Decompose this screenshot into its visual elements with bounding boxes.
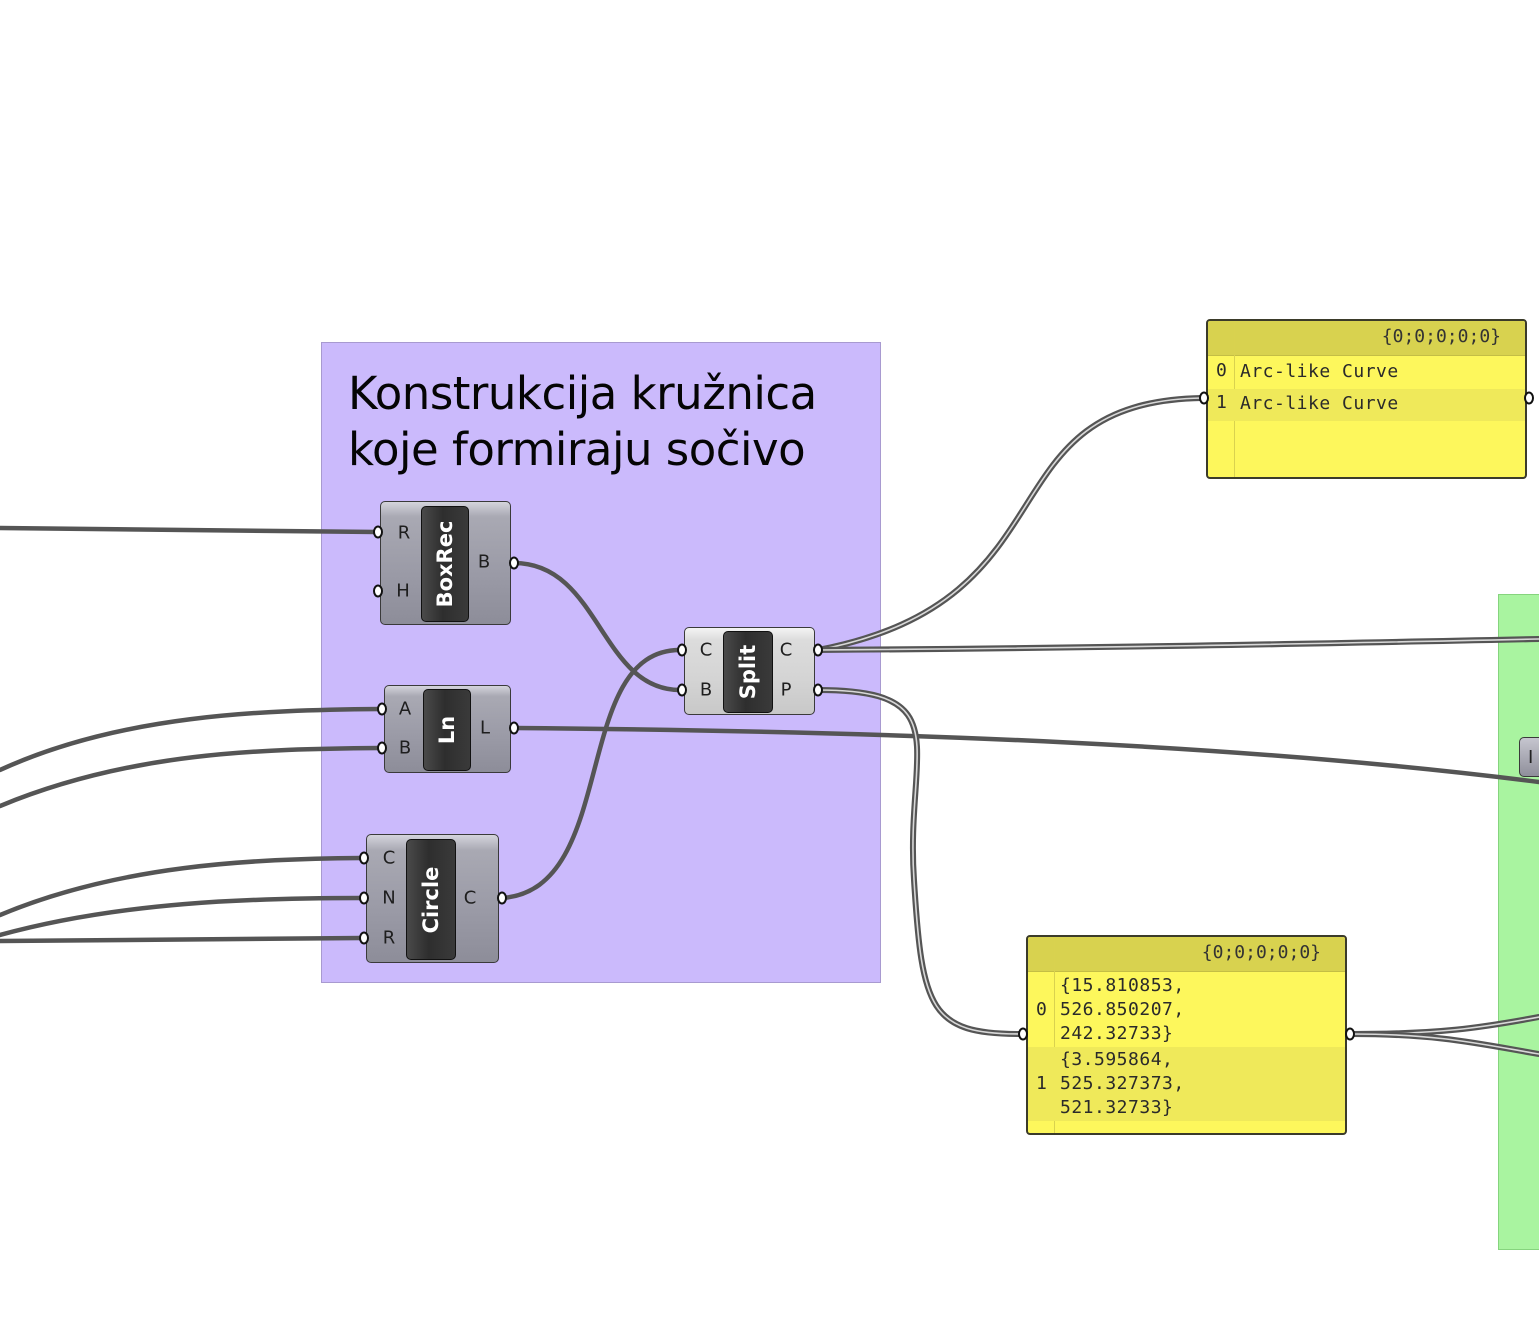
panel-curves-path: {0;0;0;0;0} xyxy=(1381,326,1501,347)
panel-curves-row[interactable]: 0 Arc-like Curve xyxy=(1208,357,1525,389)
split-component[interactable]: Split xyxy=(684,627,815,715)
row-index: 1 xyxy=(1216,392,1227,413)
row-text: {15.810853, 526.850207, 242.32733} xyxy=(1060,975,1185,1044)
circle-input-r[interactable]: R xyxy=(382,927,396,949)
panel-curves-grip-in[interactable] xyxy=(1199,391,1209,405)
split-grip-out-p[interactable] xyxy=(813,683,823,697)
circle-output-c[interactable]: C xyxy=(463,887,477,909)
panel-points-row[interactable]: 1 {3.595864, 525.327373, 521.32733} xyxy=(1028,1047,1345,1121)
ln-output-l[interactable]: L xyxy=(479,717,491,739)
wire-circle-r xyxy=(0,935,365,944)
split-name: Split xyxy=(736,644,760,700)
row-text: Arc-like Curve xyxy=(1240,361,1399,382)
wire-circle-n xyxy=(0,895,365,938)
boxrec-grip-h[interactable] xyxy=(373,584,383,598)
row-index: 0 xyxy=(1036,999,1047,1020)
group-title: Konstrukcija kružnica koje formiraju soč… xyxy=(348,367,817,476)
panel-curves-row[interactable]: 1 Arc-like Curve xyxy=(1208,389,1525,421)
ln-component[interactable]: Ln xyxy=(384,685,511,773)
circle-component[interactable]: Circle xyxy=(366,834,499,963)
ln-name: Ln xyxy=(435,715,459,745)
panel-curves[interactable]: {0;0;0;0;0} 0 Arc-like Curve 1 Arc-like … xyxy=(1206,319,1527,479)
circle-name: Circle xyxy=(419,866,443,933)
partial-component-label: I xyxy=(1528,747,1534,768)
ln-grip-b[interactable] xyxy=(377,741,387,755)
boxrec-name: BoxRec xyxy=(433,520,457,608)
boxrec-grip-b[interactable] xyxy=(509,556,519,570)
circle-grip-c[interactable] xyxy=(359,851,369,865)
ln-grip-l[interactable] xyxy=(509,721,519,735)
ln-input-b[interactable]: B xyxy=(398,737,412,759)
row-text: Arc-like Curve xyxy=(1240,393,1399,414)
split-output-c[interactable]: C xyxy=(779,639,793,661)
panel-points-path: {0;0;0;0;0} xyxy=(1201,942,1321,963)
split-grip-in-c[interactable] xyxy=(677,643,687,657)
split-grip-out-c[interactable] xyxy=(813,643,823,657)
split-core[interactable]: Split xyxy=(723,631,773,713)
panel-curves-grip-out[interactable] xyxy=(1524,391,1534,405)
boxrec-input-r[interactable]: R xyxy=(397,522,411,544)
split-input-c[interactable]: C xyxy=(699,639,713,661)
row-text: {3.595864, 525.327373, 521.32733} xyxy=(1060,1049,1185,1118)
partial-component[interactable]: I xyxy=(1519,737,1539,777)
circle-grip-n[interactable] xyxy=(359,891,369,905)
boxrec-core[interactable]: BoxRec xyxy=(421,506,469,622)
ln-grip-a[interactable] xyxy=(377,702,387,716)
panel-points[interactable]: {0;0;0;0;0} 0 {15.810853, 526.850207, 24… xyxy=(1026,935,1347,1135)
circle-input-n[interactable]: N xyxy=(382,887,396,909)
circle-grip-out[interactable] xyxy=(497,891,507,905)
ln-core[interactable]: Ln xyxy=(423,689,471,771)
row-index: 1 xyxy=(1036,1073,1047,1094)
circle-grip-r[interactable] xyxy=(359,931,369,945)
group-green[interactable] xyxy=(1498,594,1539,1250)
circle-core[interactable]: Circle xyxy=(406,839,456,960)
panel-points-header: {0;0;0;0;0} xyxy=(1028,937,1345,972)
ln-input-a[interactable]: A xyxy=(398,698,412,720)
row-index: 0 xyxy=(1216,360,1227,381)
boxrec-component[interactable]: BoxRec xyxy=(380,501,511,625)
panel-points-grip-in[interactable] xyxy=(1018,1027,1028,1041)
panel-points-grip-out[interactable] xyxy=(1345,1027,1355,1041)
wire-circle-c xyxy=(0,855,365,918)
split-grip-in-b[interactable] xyxy=(677,683,687,697)
boxrec-output-b[interactable]: B xyxy=(477,551,491,573)
panel-points-row[interactable]: 0 {15.810853, 526.850207, 242.32733} xyxy=(1028,973,1345,1047)
panel-curves-header: {0;0;0;0;0} xyxy=(1208,321,1525,356)
split-output-p[interactable]: P xyxy=(780,679,792,701)
boxrec-grip-r[interactable] xyxy=(373,525,383,539)
boxrec-input-h[interactable]: H xyxy=(396,580,410,602)
circle-input-c[interactable]: C xyxy=(382,847,396,869)
split-input-b[interactable]: B xyxy=(699,679,713,701)
